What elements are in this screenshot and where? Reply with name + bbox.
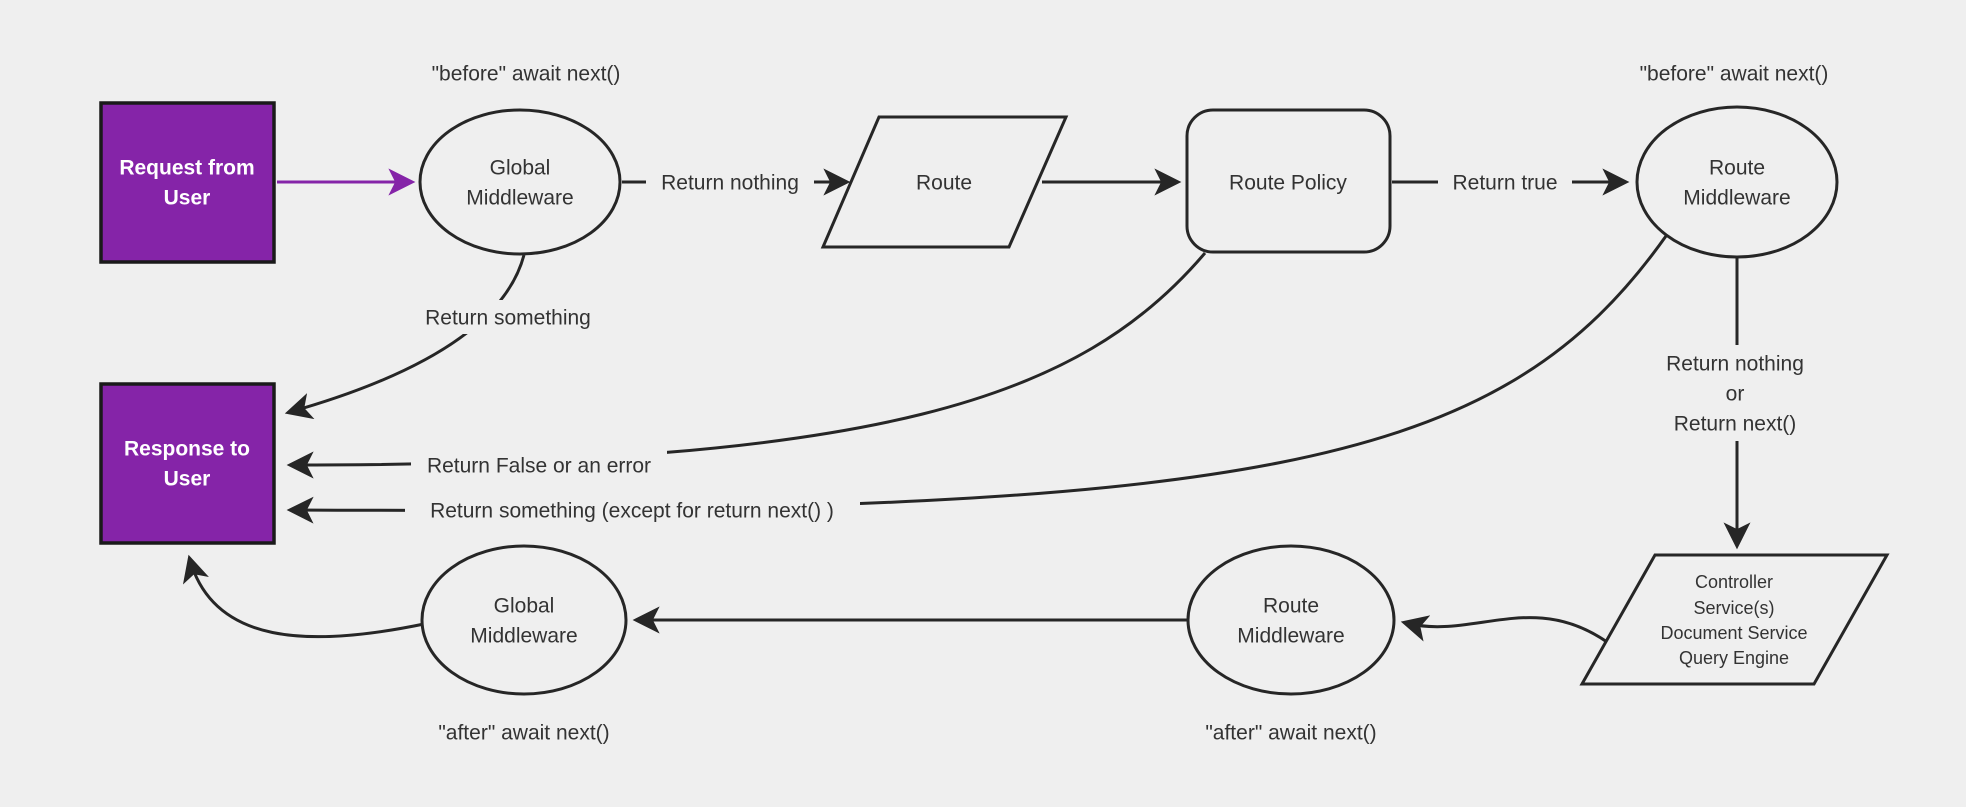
label-return-nothing-or-next: Return nothing or Return next() [1637,345,1833,441]
annotation-before-await-right: "before" await next() [1640,63,1829,86]
label-return-true: Return true [1438,165,1572,199]
response-to-user-box [99,382,276,545]
svg-text:Return something (except for r: Return something (except for return next… [430,500,834,523]
request-from-user-box [99,101,276,264]
svg-text:or: or [1726,383,1745,406]
node-controller-services: Controller Service(s) Document Service Q… [1579,553,1890,686]
label-return-something-except: Return something (except for return next… [405,493,860,527]
annotation-before-await-left: "before" await next() [432,63,621,86]
node-route-policy: Route Policy [1185,108,1392,254]
label-bg [405,493,860,527]
label-bg [412,300,604,334]
node-response-to-user: Response to User [99,382,276,545]
svg-text:Route Policy: Route Policy [1229,172,1347,195]
svg-text:Global: Global [494,595,555,618]
svg-text:Return nothing: Return nothing [1666,353,1804,376]
label-bg [1637,345,1833,441]
node-request-from-user: Request from User [99,101,276,264]
edge-controller-to-route-middleware-after [1400,615,1608,644]
label-bg [411,448,667,482]
svg-text:Service(s): Service(s) [1693,598,1774,618]
svg-text:Document Service: Document Service [1660,623,1807,643]
svg-text:Middleware: Middleware [1237,625,1344,648]
node-global-middleware-top: Global Middleware [418,108,622,256]
route-middleware-bottom-ellipse [1186,544,1396,696]
svg-text:Route: Route [1709,157,1765,180]
svg-text:Controller: Controller [1695,572,1773,592]
svg-text:Return next(): Return next() [1674,413,1797,436]
svg-text:Request from: Request from [119,157,254,180]
label-bg [1438,165,1572,199]
svg-text:Middleware: Middleware [1683,187,1790,210]
controller-parallelogram [1579,553,1890,686]
route-parallelogram [820,115,1069,249]
svg-text:Return something: Return something [425,307,591,330]
route-policy-box [1185,108,1392,254]
svg-text:Return nothing: Return nothing [661,172,799,195]
svg-text:User: User [164,187,211,210]
node-route-middleware-top: Route Middleware [1635,105,1839,259]
global-middleware-top-ellipse [418,108,622,256]
label-return-false-or-error: Return False or an error [411,448,667,482]
svg-text:Middleware: Middleware [466,187,573,210]
svg-text:Global: Global [490,157,551,180]
annotation-after-await-left: "after" await next() [438,722,609,745]
svg-text:Middleware: Middleware [470,625,577,648]
label-return-something: Return something [412,300,604,334]
svg-text:Route: Route [1263,595,1319,618]
node-route: Route [820,115,1069,249]
svg-text:Query Engine: Query Engine [1679,648,1789,668]
svg-text:User: User [164,468,211,491]
svg-text:Return False or an error: Return False or an error [427,455,651,478]
node-route-middleware-bottom: Route Middleware [1186,544,1396,696]
global-middleware-bottom-ellipse [420,544,628,696]
svg-text:Route: Route [916,172,972,195]
route-middleware-top-ellipse [1635,105,1839,259]
label-return-nothing: Return nothing [646,165,814,199]
svg-text:Return true: Return true [1452,172,1557,195]
label-bg [646,165,814,199]
annotation-after-await-right: "after" await next() [1205,722,1376,745]
node-global-middleware-bottom: Global Middleware [420,544,628,696]
svg-text:Response to: Response to [124,438,250,461]
edge-global-middleware-after-to-response [182,554,425,639]
